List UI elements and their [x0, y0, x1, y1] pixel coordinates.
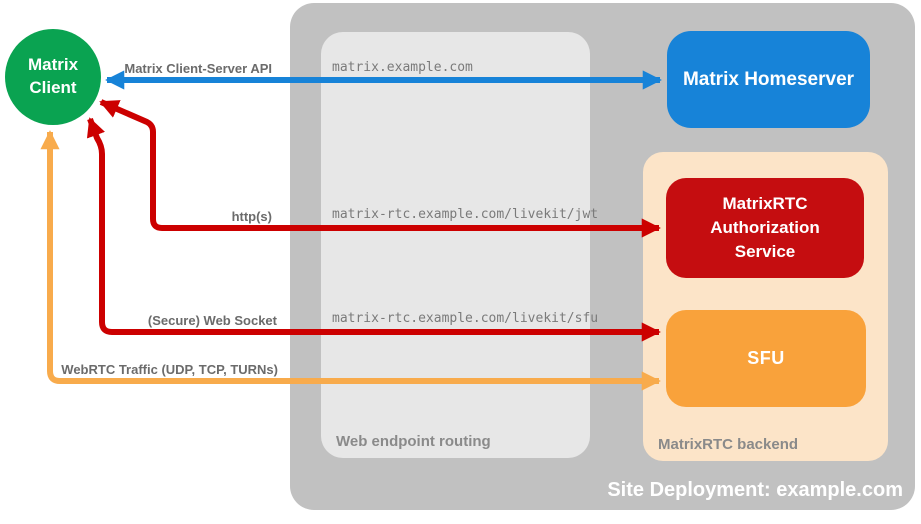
matrixrtc-backend-label: MatrixRTC backend [658, 436, 799, 453]
web-endpoint-routing-box: Web endpoint routing [321, 32, 590, 458]
endpoint-livekit-jwt: matrix-rtc.example.com/livekit/jwt [332, 207, 599, 222]
matrix-homeserver-label: Matrix Homeserver [682, 68, 855, 90]
endpoint-matrix-domain: matrix.example.com [332, 60, 473, 75]
sfu-node: SFU [666, 310, 866, 407]
client-server-api-arrow-label: Matrix Client-Server API [124, 61, 272, 76]
endpoint-livekit-sfu: matrix-rtc.example.com/livekit/sfu [332, 311, 599, 326]
web-endpoint-routing-label: Web endpoint routing [336, 433, 491, 450]
sfu-label: SFU [747, 348, 785, 368]
matrixrtc-auth-service-node: MatrixRTC Authorization Service [666, 178, 864, 278]
https-arrow-label: http(s) [231, 209, 272, 224]
site-deployment-label: Site Deployment: example.com [607, 479, 903, 501]
matrix-client-node: Matrix Client [5, 29, 101, 125]
matrix-client-label: Matrix Client [27, 55, 79, 97]
matrix-homeserver-node: Matrix Homeserver [667, 31, 870, 128]
web-socket-arrow-label: (Secure) Web Socket [147, 313, 277, 328]
matrixrtc-auth-service-label: MatrixRTC Authorization Service [710, 194, 820, 261]
webrtc-traffic-arrow-label: WebRTC Traffic (UDP, TCP, TURNs) [61, 362, 278, 377]
